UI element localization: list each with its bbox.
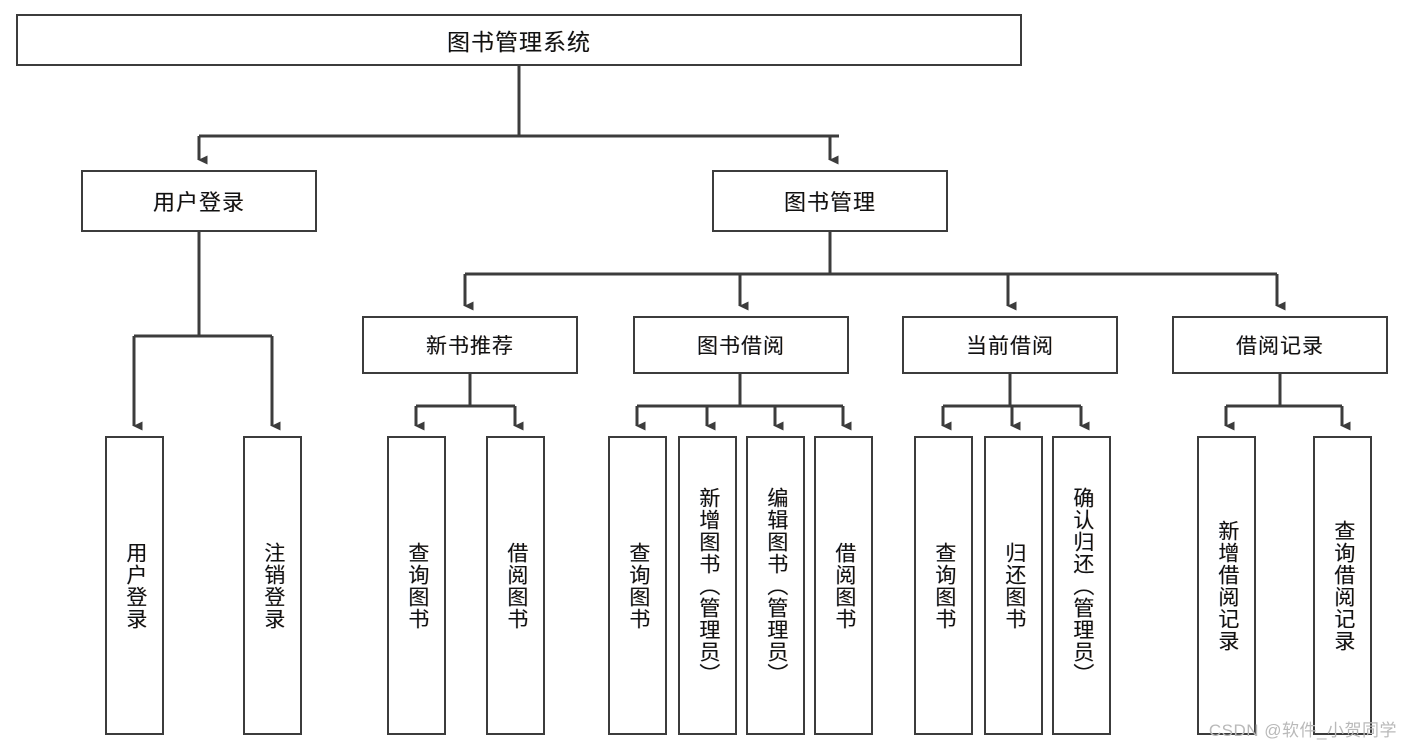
node-leaf-query-record-label: 查询借阅记录 [1331, 519, 1355, 652]
node-current-borrow-label: 当前借阅 [966, 335, 1054, 358]
node-book-manage-label: 图书管理 [783, 190, 876, 215]
node-leaf-borrow-book-2-label: 借阅图书 [832, 541, 856, 630]
node-leaf-query-book-1-label: 查询图书 [405, 541, 429, 630]
node-leaf-confirm-return[interactable]: 确认归还（管理员） [1052, 436, 1111, 735]
node-leaf-logout[interactable]: 注销登录 [243, 436, 302, 735]
node-leaf-edit-book-label: 编辑图书（管理员） [764, 486, 788, 685]
node-borrow-record[interactable]: 借阅记录 [1172, 316, 1388, 374]
node-leaf-borrow-book-2[interactable]: 借阅图书 [814, 436, 873, 735]
node-leaf-borrow-book-1-label: 借阅图书 [504, 541, 528, 630]
node-leaf-return-book[interactable]: 归还图书 [984, 436, 1043, 735]
node-user-login[interactable]: 用户登录 [81, 170, 317, 232]
node-leaf-return-book-label: 归还图书 [1002, 541, 1026, 630]
node-book-borrow-label: 图书借阅 [697, 335, 785, 358]
node-leaf-add-record-label: 新增借阅记录 [1215, 519, 1239, 652]
csdn-watermark: CSDN @软件_小贺同学 [1208, 721, 1397, 740]
node-leaf-borrow-book-1[interactable]: 借阅图书 [486, 436, 545, 735]
node-leaf-logout-label: 注销登录 [261, 541, 285, 630]
node-leaf-user-login[interactable]: 用户登录 [105, 436, 164, 735]
node-leaf-query-book-3[interactable]: 查询图书 [914, 436, 973, 735]
node-borrow-record-label: 借阅记录 [1236, 335, 1324, 358]
node-leaf-add-book[interactable]: 新增图书（管理员） [678, 436, 737, 735]
node-leaf-query-book-3-label: 查询图书 [932, 541, 956, 630]
node-new-book-rec[interactable]: 新书推荐 [362, 316, 578, 374]
node-root[interactable]: 图书管理系统 [16, 14, 1022, 66]
node-leaf-query-book-2[interactable]: 查询图书 [608, 436, 667, 735]
node-leaf-confirm-return-label: 确认归还（管理员） [1070, 486, 1094, 685]
node-book-borrow[interactable]: 图书借阅 [633, 316, 849, 374]
node-book-manage[interactable]: 图书管理 [712, 170, 948, 232]
node-leaf-user-login-label: 用户登录 [123, 541, 147, 630]
node-leaf-query-book-1[interactable]: 查询图书 [387, 436, 446, 735]
node-leaf-edit-book[interactable]: 编辑图书（管理员） [746, 436, 805, 735]
node-user-login-label: 用户登录 [152, 190, 245, 215]
node-leaf-query-book-2-label: 查询图书 [626, 541, 650, 630]
node-current-borrow[interactable]: 当前借阅 [902, 316, 1118, 374]
node-new-book-rec-label: 新书推荐 [426, 335, 514, 358]
node-leaf-query-record[interactable]: 查询借阅记录 [1313, 436, 1372, 735]
node-leaf-add-record[interactable]: 新增借阅记录 [1197, 436, 1256, 735]
node-root-label: 图书管理系统 [447, 29, 591, 55]
node-leaf-add-book-label: 新增图书（管理员） [696, 486, 720, 685]
